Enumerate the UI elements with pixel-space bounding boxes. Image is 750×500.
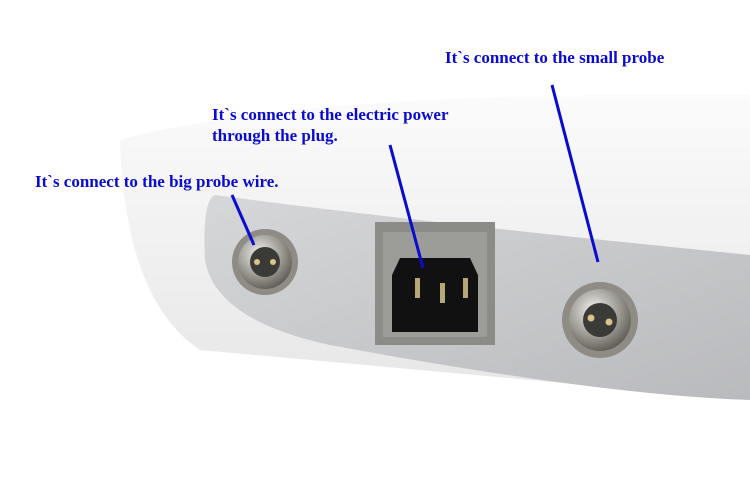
label-power-2: through the plug.: [212, 126, 338, 145]
label-power-1: It`s connect to the electric power: [212, 105, 449, 124]
small-probe-connector: [562, 282, 638, 358]
big-probe-connector: [232, 229, 298, 295]
pointer-lines: [230, 84, 600, 269]
label-big-probe: It`s connect to the big probe wire.: [35, 172, 279, 191]
label-small-probe: It`s connect to the small probe: [445, 48, 665, 67]
power-socket: [375, 222, 495, 345]
